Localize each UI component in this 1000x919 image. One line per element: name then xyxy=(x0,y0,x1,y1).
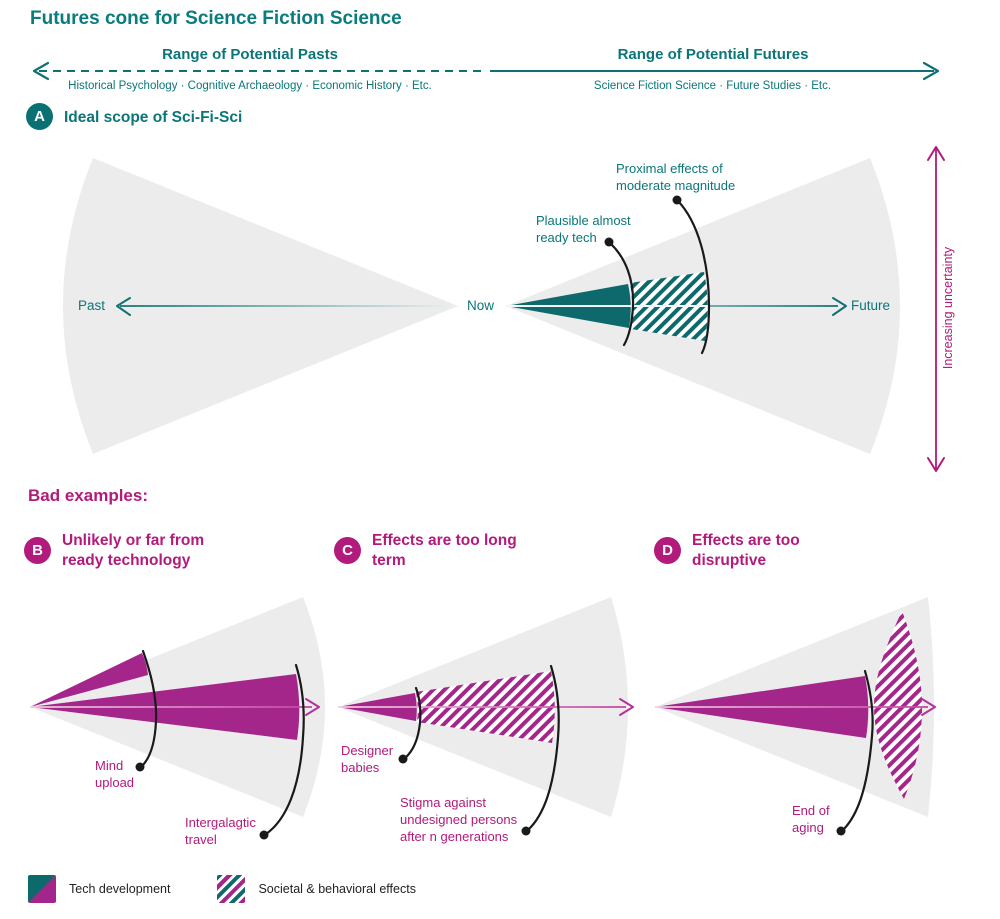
leader-dot-designer-babies xyxy=(398,754,408,764)
axis-arrow-b xyxy=(30,698,320,716)
range-of-futures-subtitle: Science Fiction Science · Future Studies… xyxy=(593,80,832,92)
annotation-designer-babies: Designer babies xyxy=(341,743,394,775)
bad-examples-heading: Bad examples: xyxy=(28,486,148,505)
badge-a: A xyxy=(26,103,53,130)
range-of-pasts-subtitle: Historical Psychology · Cognitive Archae… xyxy=(68,80,432,92)
annotation-intergalactic-travel: Intergalagtic travel xyxy=(185,815,256,847)
panel-d-title: Effects are too disruptive xyxy=(692,532,800,569)
panel-b-title: Unlikely or far from ready technology xyxy=(62,532,205,569)
arc-mind-upload xyxy=(140,649,158,768)
past-axis-arrow xyxy=(116,297,456,316)
annotation-stigma: Stigma against undesigned persons after … xyxy=(400,795,518,844)
legend-tech-label: Tech development xyxy=(69,882,171,896)
now-label: Now xyxy=(467,298,495,313)
panel-c-title: Effects are too long term xyxy=(372,532,517,569)
hatched-flare-d xyxy=(874,611,922,799)
legend-item-tech: Tech development xyxy=(28,875,170,903)
leader-dot-mind-upload xyxy=(135,762,145,772)
badge-b: B xyxy=(24,537,51,564)
axis-arrow-d xyxy=(655,698,936,716)
uncertainty-double-arrow xyxy=(927,146,945,472)
panel-a-title: Ideal scope of Sci-Fi-Sci xyxy=(64,109,243,126)
arc-stigma xyxy=(526,664,560,832)
increasing-uncertainty-label: Increasing uncertainty xyxy=(941,246,955,370)
arc-intergalactic xyxy=(264,663,305,836)
past-dashed-arrow xyxy=(32,61,481,81)
future-solid-arrow xyxy=(490,61,940,81)
leader-dot-end-of-aging xyxy=(836,826,846,836)
badge-c: C xyxy=(334,537,361,564)
legend-societal-label: Societal & behavioral effects xyxy=(258,882,416,896)
upper-wedge-b xyxy=(30,653,148,707)
societal-effects-swatch-icon xyxy=(217,875,246,903)
range-of-pasts-title: Range of Potential Pasts xyxy=(162,46,338,63)
arc-proximal-effects xyxy=(676,199,711,355)
annotation-plausible-tech: Plausible almost ready tech xyxy=(536,213,631,245)
annotation-end-of-aging: End of aging xyxy=(792,803,830,835)
badge-d: D xyxy=(654,537,681,564)
tech-development-swatch-icon xyxy=(28,875,56,903)
leader-dot-proximal xyxy=(672,195,682,205)
leader-dot-stigma xyxy=(521,826,531,836)
annotation-mind-upload: Mind upload xyxy=(95,758,135,790)
leader-dot-plausible xyxy=(604,237,614,247)
legend: Tech development Societal & behavioral e… xyxy=(28,875,416,903)
axis-arrow-c xyxy=(338,698,634,716)
arc-designer-babies xyxy=(403,686,422,760)
past-label: Past xyxy=(78,298,106,313)
future-label: Future xyxy=(851,298,891,313)
range-of-futures-title: Range of Potential Futures xyxy=(617,46,809,63)
leader-dot-intergalactic xyxy=(259,830,269,840)
arc-end-of-aging xyxy=(841,669,874,832)
annotation-proximal-effects: Proximal effects of moderate magnitude xyxy=(616,161,736,193)
legend-item-societal: Societal & behavioral effects xyxy=(217,875,416,903)
page-title: Futures cone for Science Fiction Science xyxy=(30,8,402,29)
arc-plausible-tech xyxy=(608,241,635,347)
